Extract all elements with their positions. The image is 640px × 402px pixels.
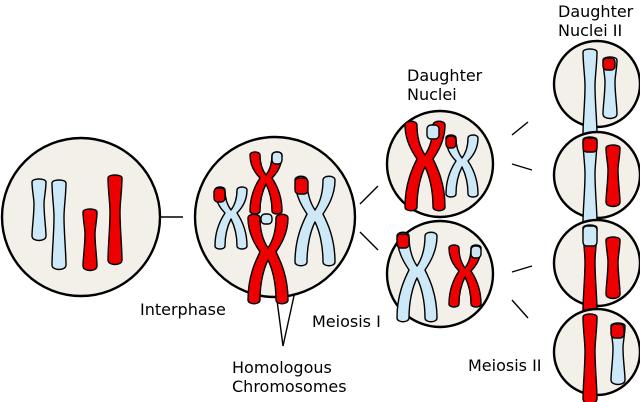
label-daughter-line2: Nuclei: [407, 85, 457, 104]
crossover-segment-blue: [426, 124, 440, 140]
label-daughter-nuclei: Daughter Nuclei: [407, 66, 482, 104]
crossover-segment-blue: [582, 225, 598, 247]
label-meiosis-1: Meiosis I: [312, 312, 381, 331]
chromosome-blue: [31, 178, 47, 242]
connector-to-n2-d: [511, 299, 529, 319]
crossover-segment-red: [610, 323, 625, 339]
label-meiosis-2: Meiosis II: [468, 356, 542, 375]
chromosome-red: [605, 236, 621, 300]
label-homologous-line2: Chromosomes: [232, 377, 347, 396]
crossover-segment-blue: [470, 245, 482, 259]
label-interphase: Interphase: [140, 300, 226, 319]
chromosome-blue: [51, 179, 67, 271]
chromosome-red: [605, 144, 621, 208]
crossover-segment-red: [396, 233, 410, 249]
label-daughter2-line1: Daughter: [558, 2, 634, 21]
crossover-segment-red: [294, 177, 309, 195]
meiosis1-cell: [193, 135, 357, 305]
connector-to-n2-c: [511, 265, 533, 273]
connector-to-daughter-bottom: [359, 231, 379, 251]
chromosome-blue: [582, 48, 598, 140]
chromosome-red: [582, 313, 598, 402]
crossover-segment-red: [582, 137, 598, 153]
crossover-segment-blue: [260, 213, 273, 225]
connector-to-n2-b: [511, 163, 533, 171]
daughter-nucleus-ii-2: [552, 130, 640, 228]
chromosome-red: [82, 208, 98, 272]
daughter-nucleus-ii-4: [552, 307, 640, 402]
crossover-segment-blue: [271, 151, 283, 165]
label-homologous-line1: Homologous: [232, 358, 332, 377]
daughter-nucleus-top: [385, 109, 495, 219]
label-daughter2-line2: Nuclei II: [558, 21, 623, 40]
chromosome-red: [107, 174, 123, 266]
label-daughter-nuclei-ii: Daughter Nuclei II: [558, 2, 633, 40]
crossover-segment-red: [602, 57, 616, 71]
interphase-cell: [0, 136, 162, 298]
daughter-nucleus-ii-3: [552, 218, 640, 316]
label-homologous-chromosomes: Homologous Chromosomes: [232, 358, 347, 396]
connector-to-n2-a: [511, 121, 529, 136]
crossover-segment-red: [213, 187, 226, 203]
daughter-nucleus-bottom: [385, 219, 495, 329]
label-daughter-line1: Daughter: [407, 66, 483, 85]
daughter-nucleus-ii-1: [552, 39, 640, 140]
connector-to-daughter-top: [359, 185, 379, 205]
crossover-segment-red: [445, 135, 457, 149]
